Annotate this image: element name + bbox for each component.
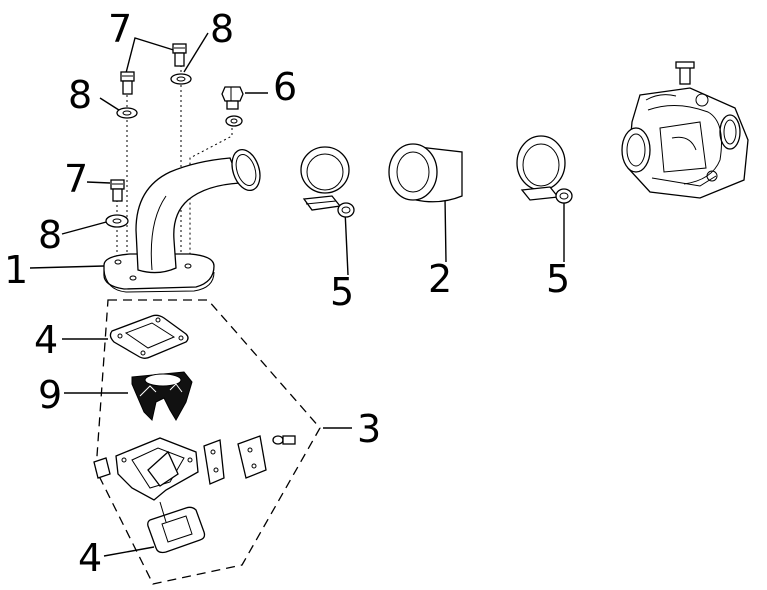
reed-petal [203,439,225,485]
washer-8-left [116,107,138,119]
callout-8-lower: 8 [38,213,62,257]
carburetor [621,61,749,199]
intake-manifold [103,148,261,293]
hose-clamp-left [300,146,355,218]
reed-stopper [237,435,267,479]
callout-8-top: 8 [210,7,234,51]
callout-2: 2 [428,257,452,301]
callout-5-right: 5 [546,257,570,301]
callout-9: 9 [38,373,62,417]
callout-4-top: 4 [34,318,58,362]
gasket-top [109,314,189,359]
gasket-bottom [147,501,206,554]
callout-8-left: 8 [68,73,92,117]
callout-7-top: 7 [108,7,132,51]
bolt-7-top-left [120,71,135,95]
reed-cage [115,437,199,501]
rubber-sleeve [388,143,463,203]
callout-6: 6 [273,65,297,109]
bolt-7-left [110,179,125,202]
callout-3: 3 [357,407,381,451]
callout-5-left: 5 [330,270,354,314]
callout-7-left: 7 [64,157,88,201]
washer-8-lower [105,214,129,228]
hose-clamp-right [516,135,573,204]
callout-4-bottom: 4 [78,536,102,580]
leader-lines [29,32,565,557]
callout-1: 1 [4,248,28,292]
bolt-7-top-right [172,43,187,67]
small-plate [93,457,111,479]
screw [272,435,296,445]
reed-block [131,371,193,421]
bolt-6 [221,86,244,127]
washer-8-top [170,73,192,85]
